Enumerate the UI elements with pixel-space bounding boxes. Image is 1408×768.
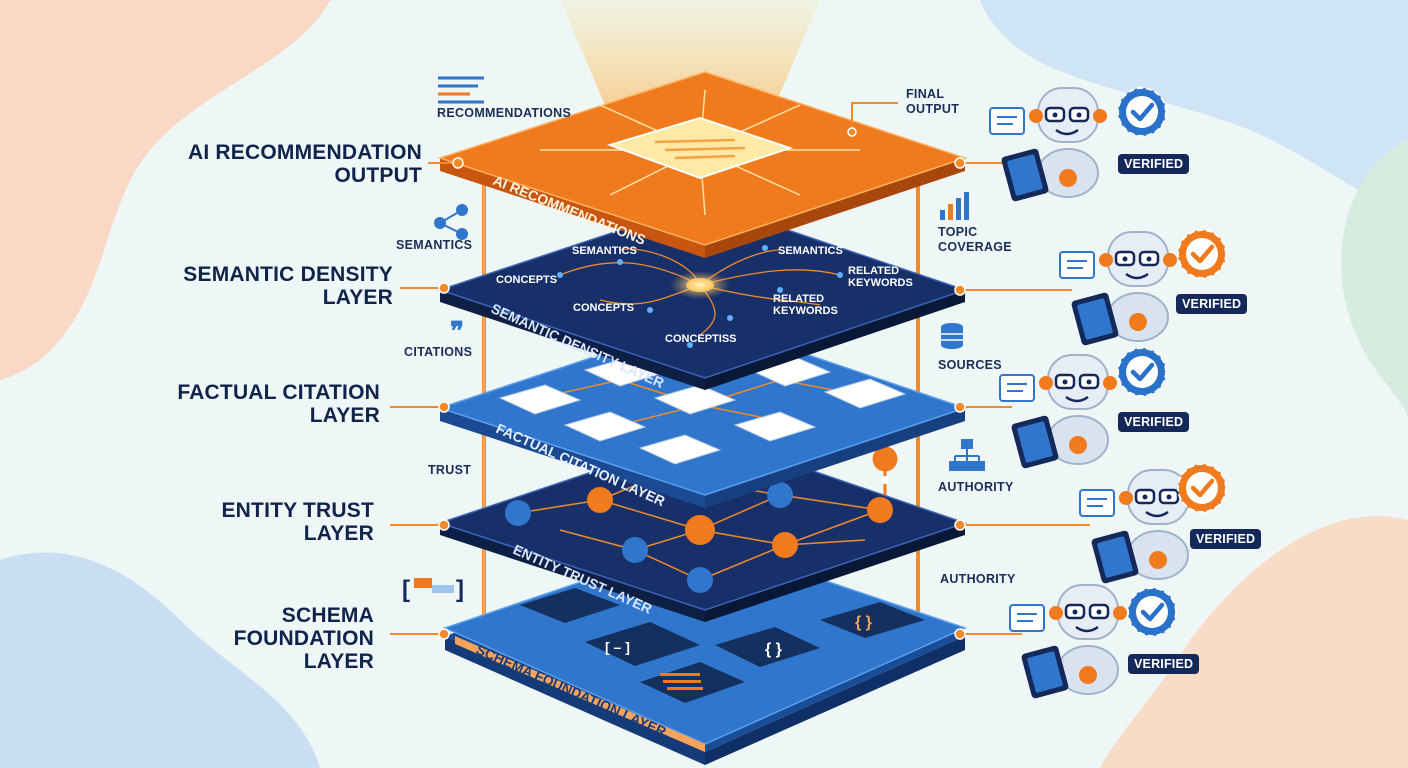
- trust-node-group: [687, 567, 713, 593]
- label-recommendations: RECOMMENDATIONS: [437, 106, 572, 120]
- verified-badge-1: VERIFIED: [1118, 154, 1190, 174]
- related-1-line-1: RELATED: [848, 265, 899, 277]
- schema-braces-block-1: [715, 627, 820, 667]
- semantic-node-concepts-2: CONCEPTS: [573, 302, 634, 314]
- label-authority-1: AUTHORITY: [938, 480, 1014, 494]
- recommendations-list-icon: [438, 76, 484, 104]
- svg-text:[: [: [402, 576, 410, 603]
- braces-glyph-1: { }: [765, 641, 782, 658]
- trust-node-globe: [622, 537, 648, 563]
- trust-node-share: [767, 482, 793, 508]
- blob-top-left: [0, 0, 330, 380]
- right-connectors: [851, 102, 1090, 635]
- topic-coverage-chart-icon: [940, 192, 969, 220]
- semantic-node-related-2: RELATED KEYWORDS: [773, 293, 838, 317]
- trust-node-pin: [867, 497, 893, 523]
- blob-bottom-left: [0, 552, 320, 768]
- left-connectors: [390, 162, 458, 635]
- semantic-node-semantics-1: SEMANTICS: [572, 245, 637, 257]
- factual-citation-plate: FACTUAL CITATION LAYER: [437, 319, 968, 509]
- semantics-share-icon: [434, 204, 468, 240]
- schema-code-block: [520, 588, 620, 623]
- semantic-node-semantics-2: SEMANTICS: [778, 245, 843, 257]
- label-citations: CITATIONS: [404, 345, 473, 359]
- trust-node-doc: [505, 500, 531, 526]
- related-1-line-2: KEYWORDS: [848, 277, 913, 289]
- citation-documents: [498, 356, 907, 465]
- trust-node-bulb: [772, 532, 798, 558]
- trust-node-users-1: [587, 487, 613, 513]
- related-2-line-2: KEYWORDS: [773, 305, 838, 317]
- trust-node-users-2: [685, 515, 715, 545]
- entity-trust-plate: ENTITY TRUST LAYER: [437, 433, 968, 622]
- blob-right-mid: [1341, 140, 1408, 420]
- schema-bracket-block: [585, 622, 700, 666]
- braces-glyph-2: { }: [855, 614, 872, 631]
- semantic-node-related-1: RELATED KEYWORDS: [848, 265, 913, 289]
- verified-badge-2: VERIFIED: [1176, 294, 1248, 314]
- svg-text:]: ]: [456, 576, 464, 603]
- label-semantics: SEMANTICS: [396, 238, 473, 252]
- blob-top-right: [980, 0, 1408, 210]
- semantic-node-concepts-1: CONCEPTS: [496, 274, 557, 286]
- citation-links: [529, 379, 861, 431]
- semantic-density-plate: SEMANTICS SEMANTICS CONCEPTS CONCEPTS CO…: [437, 201, 968, 391]
- semantic-node-concepts-3: CONCEPTISS: [665, 333, 737, 345]
- verified-badge-3: VERIFIED: [1118, 412, 1190, 432]
- verified-badge-5: VERIFIED: [1128, 654, 1200, 674]
- sources-database-icon: [941, 323, 963, 349]
- verified-badge-4: VERIFIED: [1190, 529, 1262, 549]
- blob-bottom-right: [1100, 516, 1408, 768]
- location-pin-icon: [872, 446, 898, 495]
- bracket-glyph: [ – ]: [605, 639, 630, 655]
- label-trust: TRUST: [428, 463, 472, 477]
- label-sources: SOURCES: [938, 358, 1002, 372]
- citations-quote-icon: ❞: [450, 316, 464, 346]
- schema-braces-block-2: [820, 602, 925, 638]
- schema-foundation-plate: { } { } [ – ] SCHEMA FOUNDATION LAYER: [442, 539, 968, 765]
- related-2-line-1: RELATED: [773, 293, 824, 305]
- schema-bracket-icon: [ ]: [402, 576, 464, 603]
- ai-recommendation-plate: AI RECOMMENDATIONS: [437, 71, 968, 258]
- authority-hierarchy-icon: [949, 439, 985, 471]
- label-authority-2: AUTHORITY: [940, 572, 1016, 586]
